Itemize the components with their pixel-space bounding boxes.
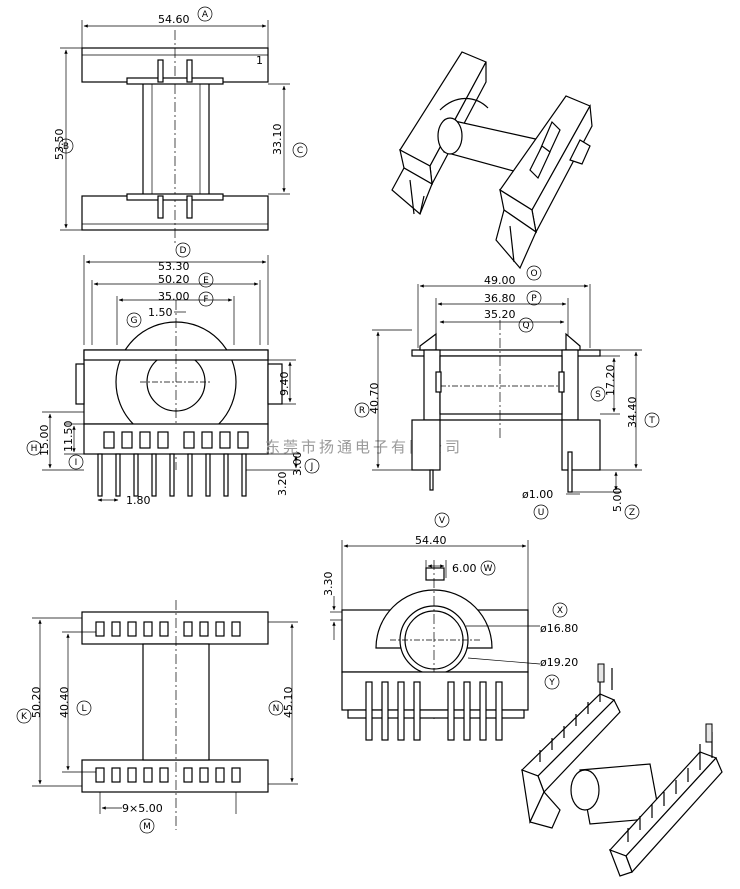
tag-r: R [359,406,365,416]
isometric-view-top [391,51,593,270]
end-pins [365,681,503,741]
dim-front-r: 1.50 [148,306,173,319]
tag-o: O [530,269,537,279]
isometric-view-bottom [520,663,723,877]
tag-s: S [595,390,601,400]
tag-w: W [484,564,493,574]
bottom-pins-top-row [95,621,241,637]
tag-i: I [75,458,78,468]
tag-m: M [143,822,151,832]
tag-a: A [202,10,209,20]
dim-side-w3: 35.20 [484,308,516,321]
dim-end-d1: ø16.80 [540,622,578,635]
dim-side-w1: 49.00 [484,274,516,287]
dim-front-pitch: 1.80 [126,494,151,507]
tag-c: C [297,146,303,156]
tag-b: B [63,142,69,152]
dim-side-h-right: 34.40 [626,397,639,429]
tag-l: L [81,704,86,714]
tag-t: T [648,416,655,426]
side-view: 49.00 O 36.80 P 35.20 Q 40.70 R [354,265,660,520]
dim-bottom-h2: 40.40 [58,687,71,719]
dim-side-h-mid: 17.20 [604,365,617,397]
iso-pins-left [539,668,613,762]
dim-front-h1: 9.40 [278,372,291,397]
sheet-mark: 1 [256,54,263,67]
bottom-view: 50.20 K 40.40 L 45.10 N 9×5.00 M [16,600,298,834]
tag-d: D [180,246,187,256]
dim-front-h4: 3.00 [291,452,304,477]
dim-bottom-h3: 45.10 [282,687,295,719]
tag-f: F [203,295,208,305]
tag-y: Y [548,678,555,688]
watermark-text: 东莞市扬通电子有限公司 [265,438,463,456]
tag-n: N [273,704,280,714]
dim-side-pin-dia: ø1.00 [522,488,553,501]
dim-end-d2: ø19.20 [540,656,578,669]
dim-top-width: 54.60 [158,13,190,26]
dim-end-slot: 6.00 [452,562,477,575]
dim-front-w1: 53.30 [158,260,190,273]
tag-j: J [310,462,314,472]
dim-bottom-pitch: 9×5.00 [122,802,163,815]
tag-e: E [203,276,209,286]
dim-side-h-left: 40.70 [368,383,381,415]
dim-front-h5: 3.20 [276,472,289,497]
dim-front-w2: 50.20 [158,273,190,286]
dim-front-w3: 35.00 [158,290,190,303]
dim-end-top: 3.30 [322,572,335,597]
dim-side-w2: 36.80 [484,292,516,305]
front-pins [97,453,247,497]
front-slot-row [103,431,249,449]
tag-u: U [538,508,545,518]
tag-x: X [557,606,563,616]
tag-h: H [31,444,38,454]
dim-bottom-h1: 50.20 [30,687,43,719]
dim-front-h2: 11.50 [62,421,75,453]
front-view: 53.30 D 50.20 E 35.00 F 1.50 G [26,242,320,507]
dim-end-width: 54.40 [415,534,447,547]
top-view: 1 54.60 A 53.50 B 33.10 C [53,6,308,245]
tag-z: Z [629,508,635,518]
tag-v: V [439,516,446,526]
tag-q: Q [522,321,529,331]
tag-p: P [531,294,537,304]
bottom-pins-bottom-row [95,767,241,783]
tag-g: G [131,316,138,326]
dim-top-inner: 33.10 [271,124,284,156]
dim-side-pin-len: 5.00 [611,488,624,513]
end-view: 54.40 V 6.00 W 3.30 [322,512,578,741]
tag-k: K [21,712,28,722]
